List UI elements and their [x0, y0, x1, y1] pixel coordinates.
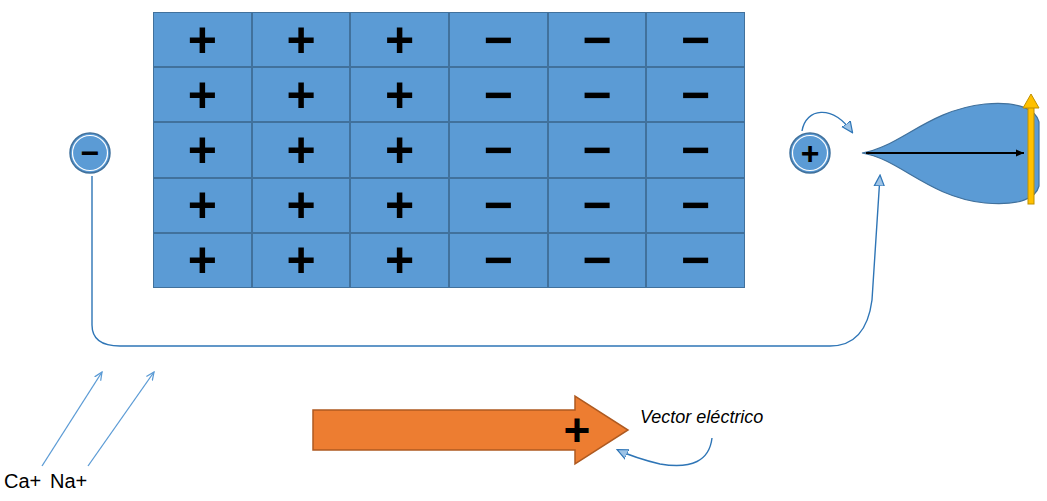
charge-sign: − [484, 15, 513, 65]
charge-cell: + [252, 12, 351, 67]
charge-cell: + [153, 233, 252, 288]
positive-ion-circle: + [789, 132, 831, 174]
ion-label: Ca+ [4, 470, 41, 492]
charge-cell: + [153, 122, 252, 177]
vector-sign: + [564, 407, 591, 453]
charge-sign: + [385, 70, 414, 120]
charge-sign: − [681, 180, 710, 230]
charge-cell: − [548, 67, 647, 122]
charge-sign: + [286, 125, 315, 175]
charge-cell: − [449, 67, 548, 122]
teardrop-shape [862, 103, 1039, 203]
charge-cell: − [646, 67, 745, 122]
charge-sign: + [385, 235, 414, 285]
charge-sign: + [385, 125, 414, 175]
label-leader [618, 438, 712, 466]
charge-cell: + [350, 178, 449, 233]
charge-sign: + [385, 180, 414, 230]
charge-cell: − [646, 178, 745, 233]
charge-cell: + [350, 12, 449, 67]
charge-sign: − [681, 235, 710, 285]
charge-cell: − [449, 12, 548, 67]
charge-sign: − [681, 70, 710, 120]
ion-arrow [42, 372, 102, 466]
charge-cell: + [153, 178, 252, 233]
charge-cell: − [449, 233, 548, 288]
charge-cell: + [252, 122, 351, 177]
charge-cell: + [252, 178, 351, 233]
charge-cell: − [548, 122, 647, 177]
ion-sign: − [81, 137, 100, 169]
charge-sign: − [484, 235, 513, 285]
negative-flow-curve [92, 176, 880, 346]
charge-sign: + [188, 180, 217, 230]
positive-flow-curve [802, 112, 852, 132]
charge-cell: − [646, 12, 745, 67]
charge-sign: − [484, 180, 513, 230]
charge-sign: + [286, 15, 315, 65]
charge-cell: + [252, 233, 351, 288]
charge-sign: − [681, 125, 710, 175]
charge-sign: + [188, 125, 217, 175]
charge-sign: + [286, 70, 315, 120]
charge-cell: − [646, 233, 745, 288]
charge-sign: − [484, 70, 513, 120]
charge-cell: − [449, 178, 548, 233]
ion-arrow [88, 372, 154, 466]
charge-cell: + [350, 122, 449, 177]
charge-sign: − [484, 125, 513, 175]
charge-cell: + [252, 67, 351, 122]
charge-sign: − [582, 15, 611, 65]
charge-cell: + [153, 67, 252, 122]
charge-sign: − [681, 15, 710, 65]
charge-cell: − [449, 122, 548, 177]
charge-cell: + [153, 12, 252, 67]
charge-cell: − [548, 178, 647, 233]
charge-cell: − [646, 122, 745, 177]
ion-sign: + [801, 137, 820, 169]
charge-sign: − [582, 70, 611, 120]
yellow-arrow-head [1023, 94, 1039, 108]
charge-sign: + [188, 70, 217, 120]
charge-sign: − [582, 235, 611, 285]
negative-ion-circle: − [69, 132, 111, 174]
charge-sign: + [188, 235, 217, 285]
inner-arrow [866, 152, 1024, 154]
charge-sign: + [385, 15, 414, 65]
charge-sign: + [286, 180, 315, 230]
charge-cell: + [350, 67, 449, 122]
charge-sign: + [188, 15, 217, 65]
yellow-arrow-shaft [1028, 106, 1034, 204]
charge-sign: − [582, 125, 611, 175]
vector-label: Vector eléctrico [640, 408, 763, 428]
electric-vector-arrow: + [312, 395, 630, 465]
charge-cell: − [548, 12, 647, 67]
ion-label: Na+ [50, 470, 87, 492]
charge-cell: + [350, 233, 449, 288]
charge-cell: − [548, 233, 647, 288]
charge-sign: + [286, 235, 315, 285]
charge-sign: − [582, 180, 611, 230]
